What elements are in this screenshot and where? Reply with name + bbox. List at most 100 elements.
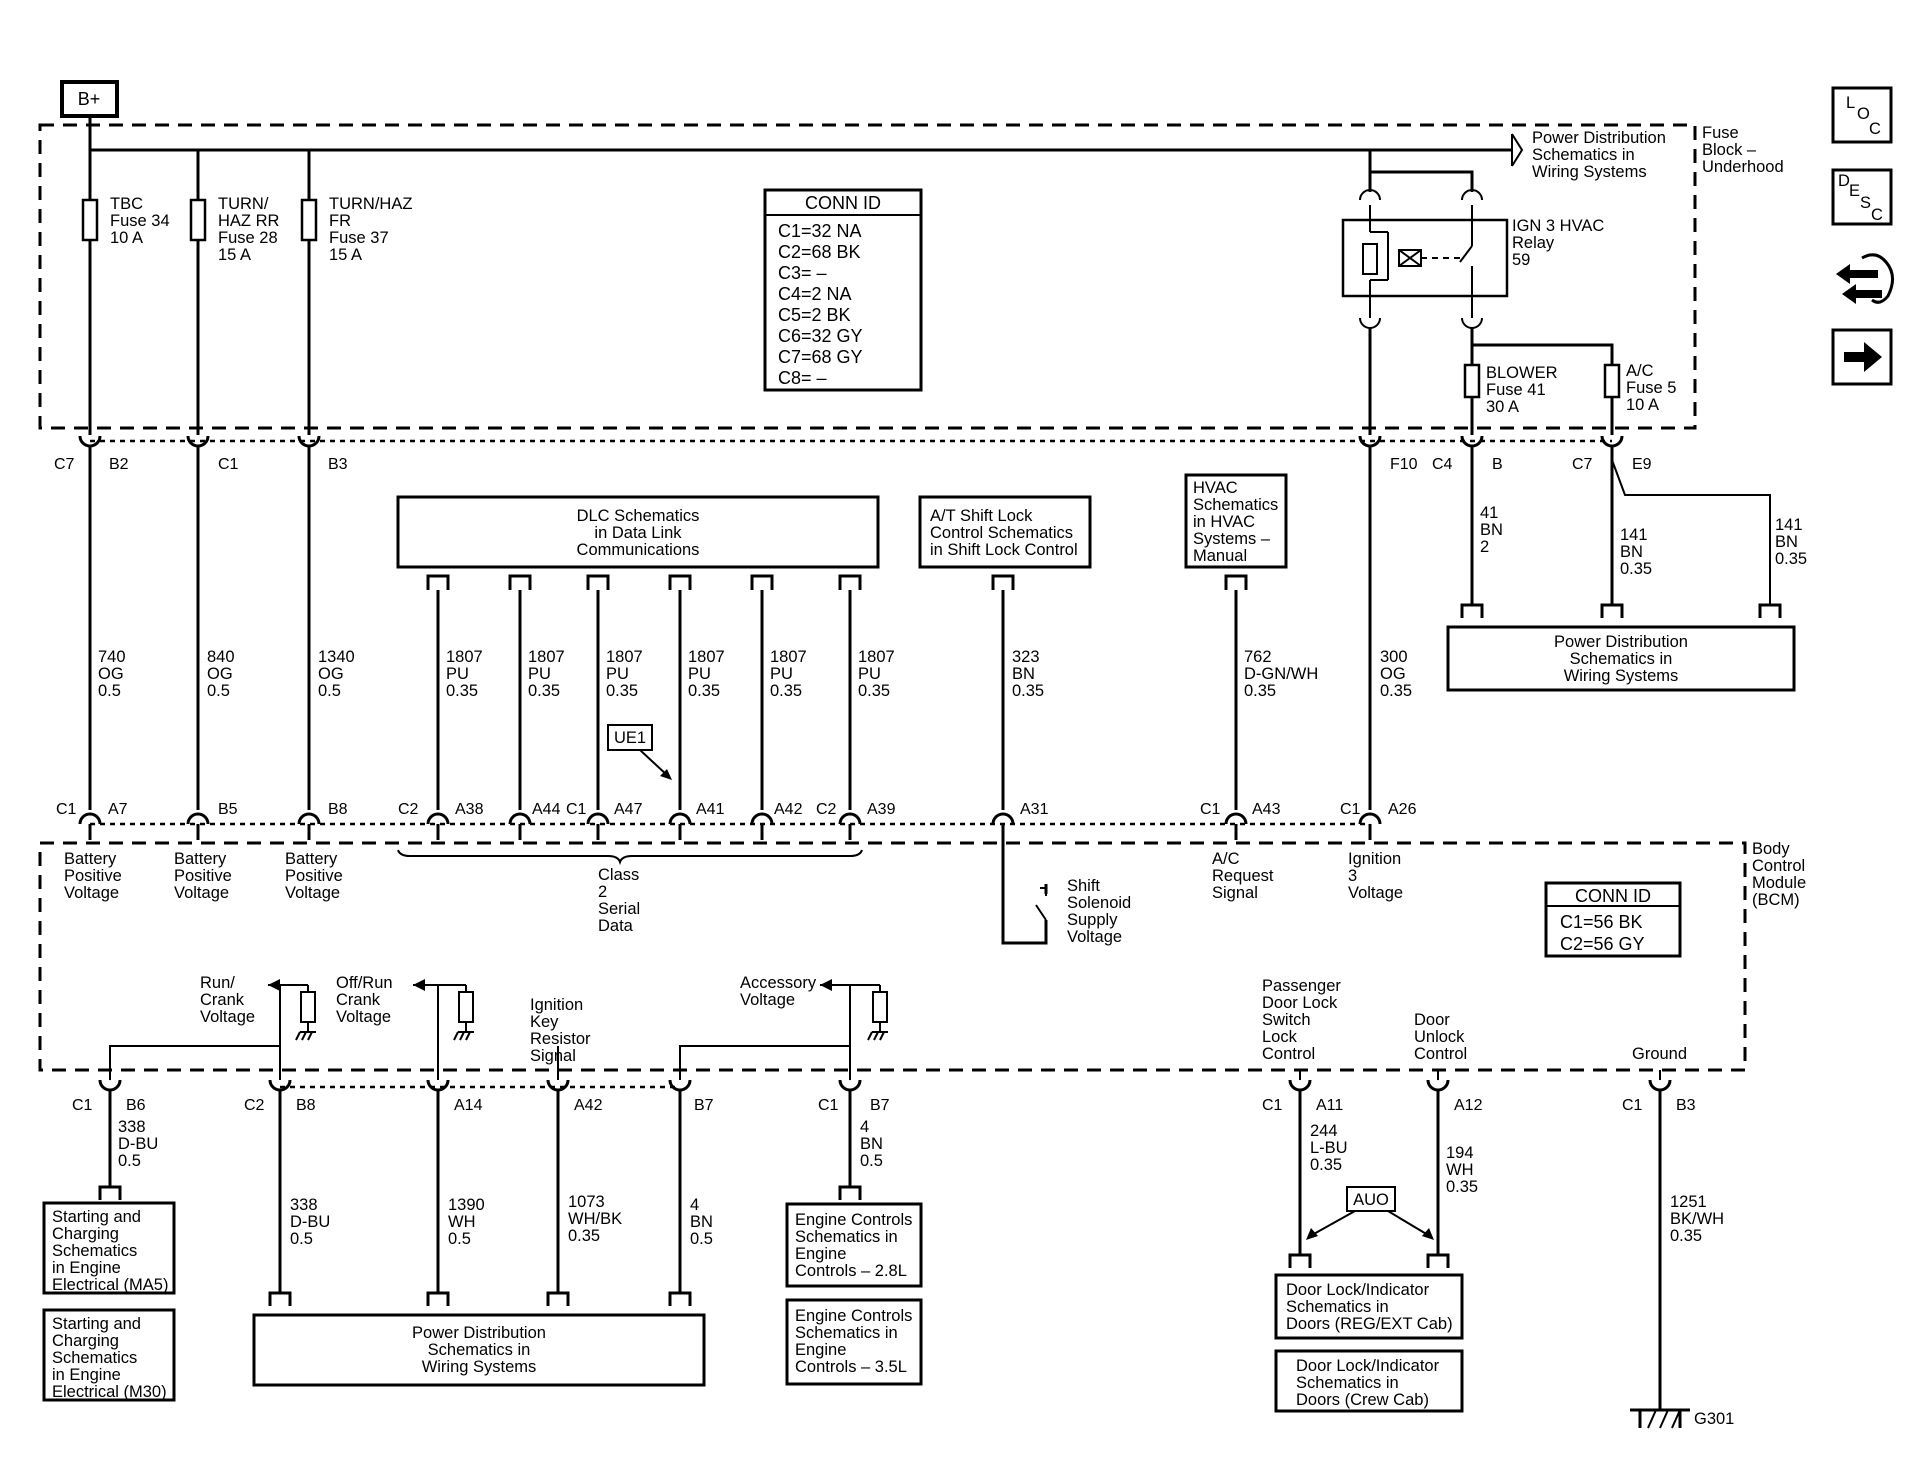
- svg-text:PU: PU: [606, 665, 629, 683]
- svg-text:DLC Schematics: DLC Schematics: [577, 507, 700, 525]
- svg-text:3: 3: [1348, 867, 1357, 885]
- svg-text:A/C: A/C: [1212, 850, 1240, 868]
- svg-text:59: 59: [1512, 251, 1530, 269]
- svg-text:C2=56 GY: C2=56 GY: [1560, 934, 1645, 954]
- svg-text:1807: 1807: [688, 648, 725, 666]
- svg-text:Serial: Serial: [598, 900, 640, 918]
- svg-text:Key: Key: [530, 1013, 559, 1031]
- svg-text:Relay: Relay: [1512, 234, 1555, 252]
- svg-text:Resistor: Resistor: [530, 1030, 591, 1048]
- starting-charging-m30-ref: Starting and Charging Schematics in Engi…: [42, 1308, 176, 1402]
- svg-text:C1=32 NA: C1=32 NA: [778, 221, 862, 241]
- svg-text:CONN ID: CONN ID: [805, 193, 881, 213]
- svg-text:D-BU: D-BU: [290, 1213, 330, 1231]
- svg-text:BN: BN: [1620, 543, 1643, 561]
- svg-text:TBC: TBC: [110, 195, 143, 213]
- svg-text:0.5: 0.5: [98, 682, 121, 700]
- svg-text:Passenger: Passenger: [1262, 977, 1341, 995]
- svg-text:BN: BN: [860, 1135, 883, 1153]
- location-button[interactable]: L O C: [1831, 86, 1893, 144]
- svg-text:Lock: Lock: [1262, 1028, 1298, 1046]
- connector-swap-icon[interactable]: [1836, 253, 1894, 304]
- svg-text:BK/WH: BK/WH: [1670, 1210, 1724, 1228]
- fuse-tbc: TBC Fuse 34 10 A: [81, 195, 170, 247]
- svg-text:D-BU: D-BU: [118, 1135, 158, 1153]
- svg-text:C7=68 GY: C7=68 GY: [778, 347, 863, 367]
- conn-id-table-bcm: CONN ID C1=56 BK C2=56 GY: [1544, 881, 1682, 958]
- bcm-label: Body Control Module (BCM): [1752, 840, 1806, 909]
- svg-text:Controls – 3.5L: Controls – 3.5L: [795, 1358, 907, 1376]
- svg-text:A42: A42: [574, 1097, 603, 1114]
- svg-text:D: D: [1838, 172, 1850, 190]
- svg-text:Communications: Communications: [577, 541, 700, 559]
- svg-text:BN: BN: [690, 1213, 713, 1231]
- at-shift-lock-ref: A/T Shift Lock Control Schematics in Shi…: [918, 495, 1092, 590]
- svg-text:C7: C7: [54, 456, 75, 473]
- next-arrow-icon[interactable]: [1831, 328, 1893, 386]
- svg-text:0.35: 0.35: [606, 682, 638, 700]
- svg-text:Data: Data: [598, 917, 634, 935]
- svg-text:Underhood: Underhood: [1702, 158, 1784, 176]
- ign3-hvac-relay: IGN 3 HVAC Relay 59: [1341, 150, 1604, 329]
- svg-text:Systems –: Systems –: [1193, 530, 1271, 548]
- svg-text:Module: Module: [1752, 874, 1806, 892]
- svg-text:Switch: Switch: [1262, 1011, 1311, 1029]
- svg-text:Schematics in: Schematics in: [1532, 146, 1635, 164]
- svg-text:141: 141: [1775, 516, 1803, 534]
- svg-text:41: 41: [1480, 504, 1498, 522]
- svg-text:Wiring Systems: Wiring Systems: [422, 1358, 537, 1376]
- svg-text:0.35: 0.35: [1244, 682, 1276, 700]
- svg-text:338: 338: [118, 1118, 146, 1136]
- engine-controls-35-ref: Engine Controls Schematics in Engine Con…: [785, 1298, 923, 1386]
- svg-text:Voltage: Voltage: [740, 991, 795, 1009]
- svg-text:1807: 1807: [446, 648, 483, 666]
- svg-text:338: 338: [290, 1196, 318, 1214]
- fuse-turn-haz-rr: TURN/ HAZ RR Fuse 28 15 A: [189, 195, 280, 264]
- svg-text:Crank: Crank: [336, 991, 381, 1009]
- svg-text:Fuse 37: Fuse 37: [329, 229, 389, 247]
- svg-text:Engine Controls: Engine Controls: [795, 1307, 912, 1325]
- svg-text:0.5: 0.5: [860, 1152, 883, 1170]
- svg-text:A26: A26: [1388, 801, 1417, 818]
- svg-text:Schematics in: Schematics in: [1286, 1298, 1389, 1316]
- svg-text:1807: 1807: [606, 648, 643, 666]
- bcm-top-pins: C1 A7 B5 B8 C2 A38 A44 C1 A47 A41 A42 C2…: [56, 801, 1417, 840]
- svg-text:0.35: 0.35: [1380, 682, 1412, 700]
- svg-text:Off/Run: Off/Run: [336, 974, 393, 992]
- svg-text:Body: Body: [1752, 840, 1790, 858]
- svg-text:TURN/: TURN/: [218, 195, 269, 213]
- svg-text:B5: B5: [218, 801, 238, 818]
- svg-text:Power Distribution: Power Distribution: [1532, 129, 1666, 147]
- svg-text:C1: C1: [818, 1097, 839, 1114]
- svg-text:Charging: Charging: [52, 1225, 119, 1243]
- svg-text:C8= –: C8= –: [778, 368, 827, 388]
- svg-text:0.35: 0.35: [1670, 1227, 1702, 1245]
- svg-text:Engine: Engine: [795, 1245, 846, 1263]
- svg-text:0.5: 0.5: [318, 682, 341, 700]
- svg-text:FR: FR: [329, 212, 351, 230]
- svg-text:Power Distribution: Power Distribution: [1554, 633, 1688, 651]
- svg-text:C1: C1: [1200, 801, 1221, 818]
- svg-text:1807: 1807: [858, 648, 895, 666]
- svg-text:Block –: Block –: [1702, 141, 1757, 159]
- svg-text:E9: E9: [1632, 456, 1652, 473]
- fuse-ac: A/C Fuse 5 10 A: [1603, 362, 1676, 414]
- passenger-door-lock-control: Passenger Door Lock Switch Lock Control: [1262, 977, 1341, 1063]
- ue1-option-tag: UE1: [607, 724, 672, 780]
- svg-text:0.35: 0.35: [1775, 550, 1807, 568]
- svg-text:A31: A31: [1020, 801, 1049, 818]
- accessory-voltage: Accessory Voltage: [740, 974, 888, 1080]
- svg-text:PU: PU: [688, 665, 711, 683]
- description-button[interactable]: D E S C: [1831, 168, 1893, 226]
- svg-text:0.5: 0.5: [690, 1230, 713, 1248]
- svg-text:4: 4: [690, 1196, 699, 1214]
- svg-text:Run/: Run/: [200, 974, 235, 992]
- fuse-turn-haz-fr: TURN/HAZ FR Fuse 37 15 A: [300, 195, 412, 264]
